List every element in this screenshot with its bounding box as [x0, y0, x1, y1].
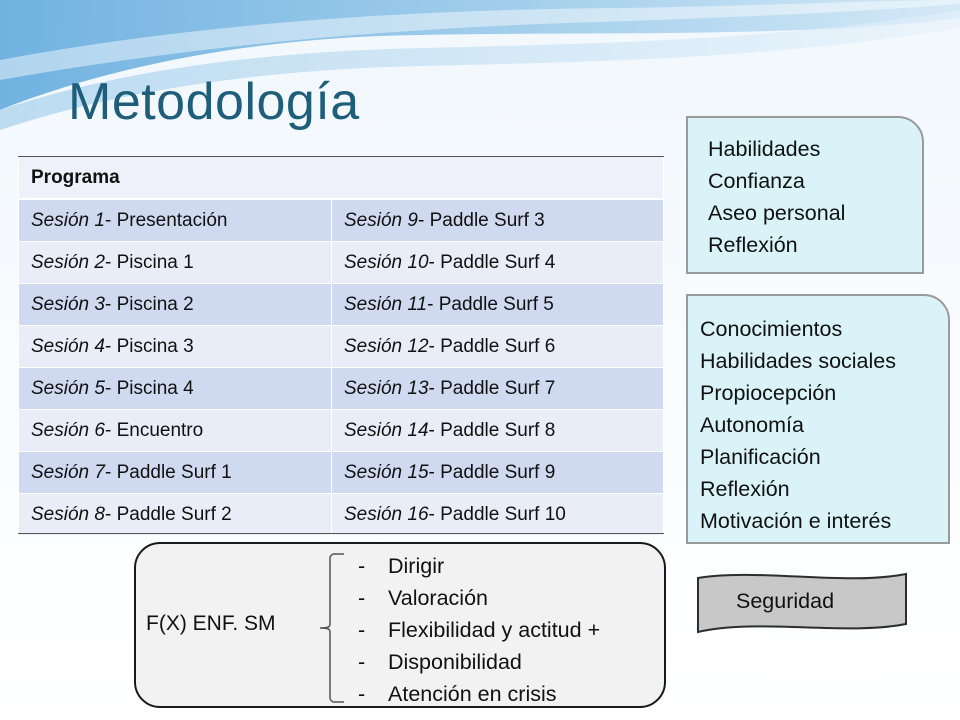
session-cell: Sesión 2- Piscina 1 — [18, 241, 332, 284]
session-cell: Sesión 10- Paddle Surf 4 — [331, 241, 664, 284]
session-cell: Sesión 16- Paddle Surf 10 — [331, 493, 664, 536]
knowledge-item: Autonomía — [700, 413, 804, 437]
session-cell: Sesión 3- Piscina 2 — [18, 283, 332, 326]
session-cell: Sesión 4- Piscina 3 — [18, 325, 332, 368]
list-item: -Flexibilidad y actitud + — [358, 618, 601, 642]
list-item: -Disponibilidad — [358, 650, 522, 674]
session-cell: Sesión 14- Paddle Surf 8 — [331, 409, 664, 452]
knowledge-item: Propiocepción — [700, 381, 837, 405]
security-label: Seguridad — [736, 589, 835, 613]
session-cell: Sesión 12- Paddle Surf 6 — [331, 325, 664, 368]
knowledge-item: Planificación — [700, 445, 821, 469]
session-cell: Sesión 9- Paddle Surf 3 — [331, 198, 664, 242]
skills-box: Habilidades Confianza Aseo personal Refl… — [686, 116, 924, 274]
session-cell: Sesión 15- Paddle Surf 9 — [331, 451, 664, 494]
knowledge-item: Reflexión — [700, 477, 790, 501]
session-cell: Sesión 11- Paddle Surf 5 — [331, 283, 664, 326]
list-item: -Dirigir — [358, 554, 445, 578]
session-cell: Sesión 8- Paddle Surf 2 — [18, 493, 332, 536]
session-cell: Sesión 5- Piscina 4 — [18, 367, 332, 410]
page-title: Metodología — [68, 73, 360, 131]
skills-item: Aseo personal — [708, 201, 846, 225]
skills-item: Reflexión — [708, 233, 798, 257]
fx-nurse-box: F(X) ENF. SM -Dirigir -Valoración -Flexi… — [134, 542, 666, 708]
knowledge-box: Conocimientos Habilidades sociales Propi… — [686, 294, 950, 544]
knowledge-item: Conocimientos — [700, 317, 843, 341]
session-cell: Sesión 13- Paddle Surf 7 — [331, 367, 664, 410]
session-cell: Sesión 7- Paddle Surf 1 — [18, 451, 332, 494]
session-cell: Sesión 6- Encuentro — [18, 409, 332, 452]
knowledge-item: Habilidades sociales — [700, 349, 896, 373]
list-item: -Atención en crisis — [358, 682, 557, 706]
list-item: -Valoración — [358, 586, 488, 610]
skills-item: Habilidades — [708, 137, 821, 161]
fx-list: -Dirigir -Valoración -Flexibilidad y act… — [358, 550, 600, 710]
skills-item: Confianza — [708, 169, 805, 193]
fx-label: F(X) ENF. SM — [146, 612, 276, 635]
knowledge-item: Motivación e interés — [700, 509, 892, 533]
left-brace-icon — [319, 553, 344, 703]
session-cell: Sesión 1- Presentación — [18, 198, 332, 242]
security-banner-shape — [697, 572, 907, 634]
table-header: Programa — [18, 156, 664, 200]
